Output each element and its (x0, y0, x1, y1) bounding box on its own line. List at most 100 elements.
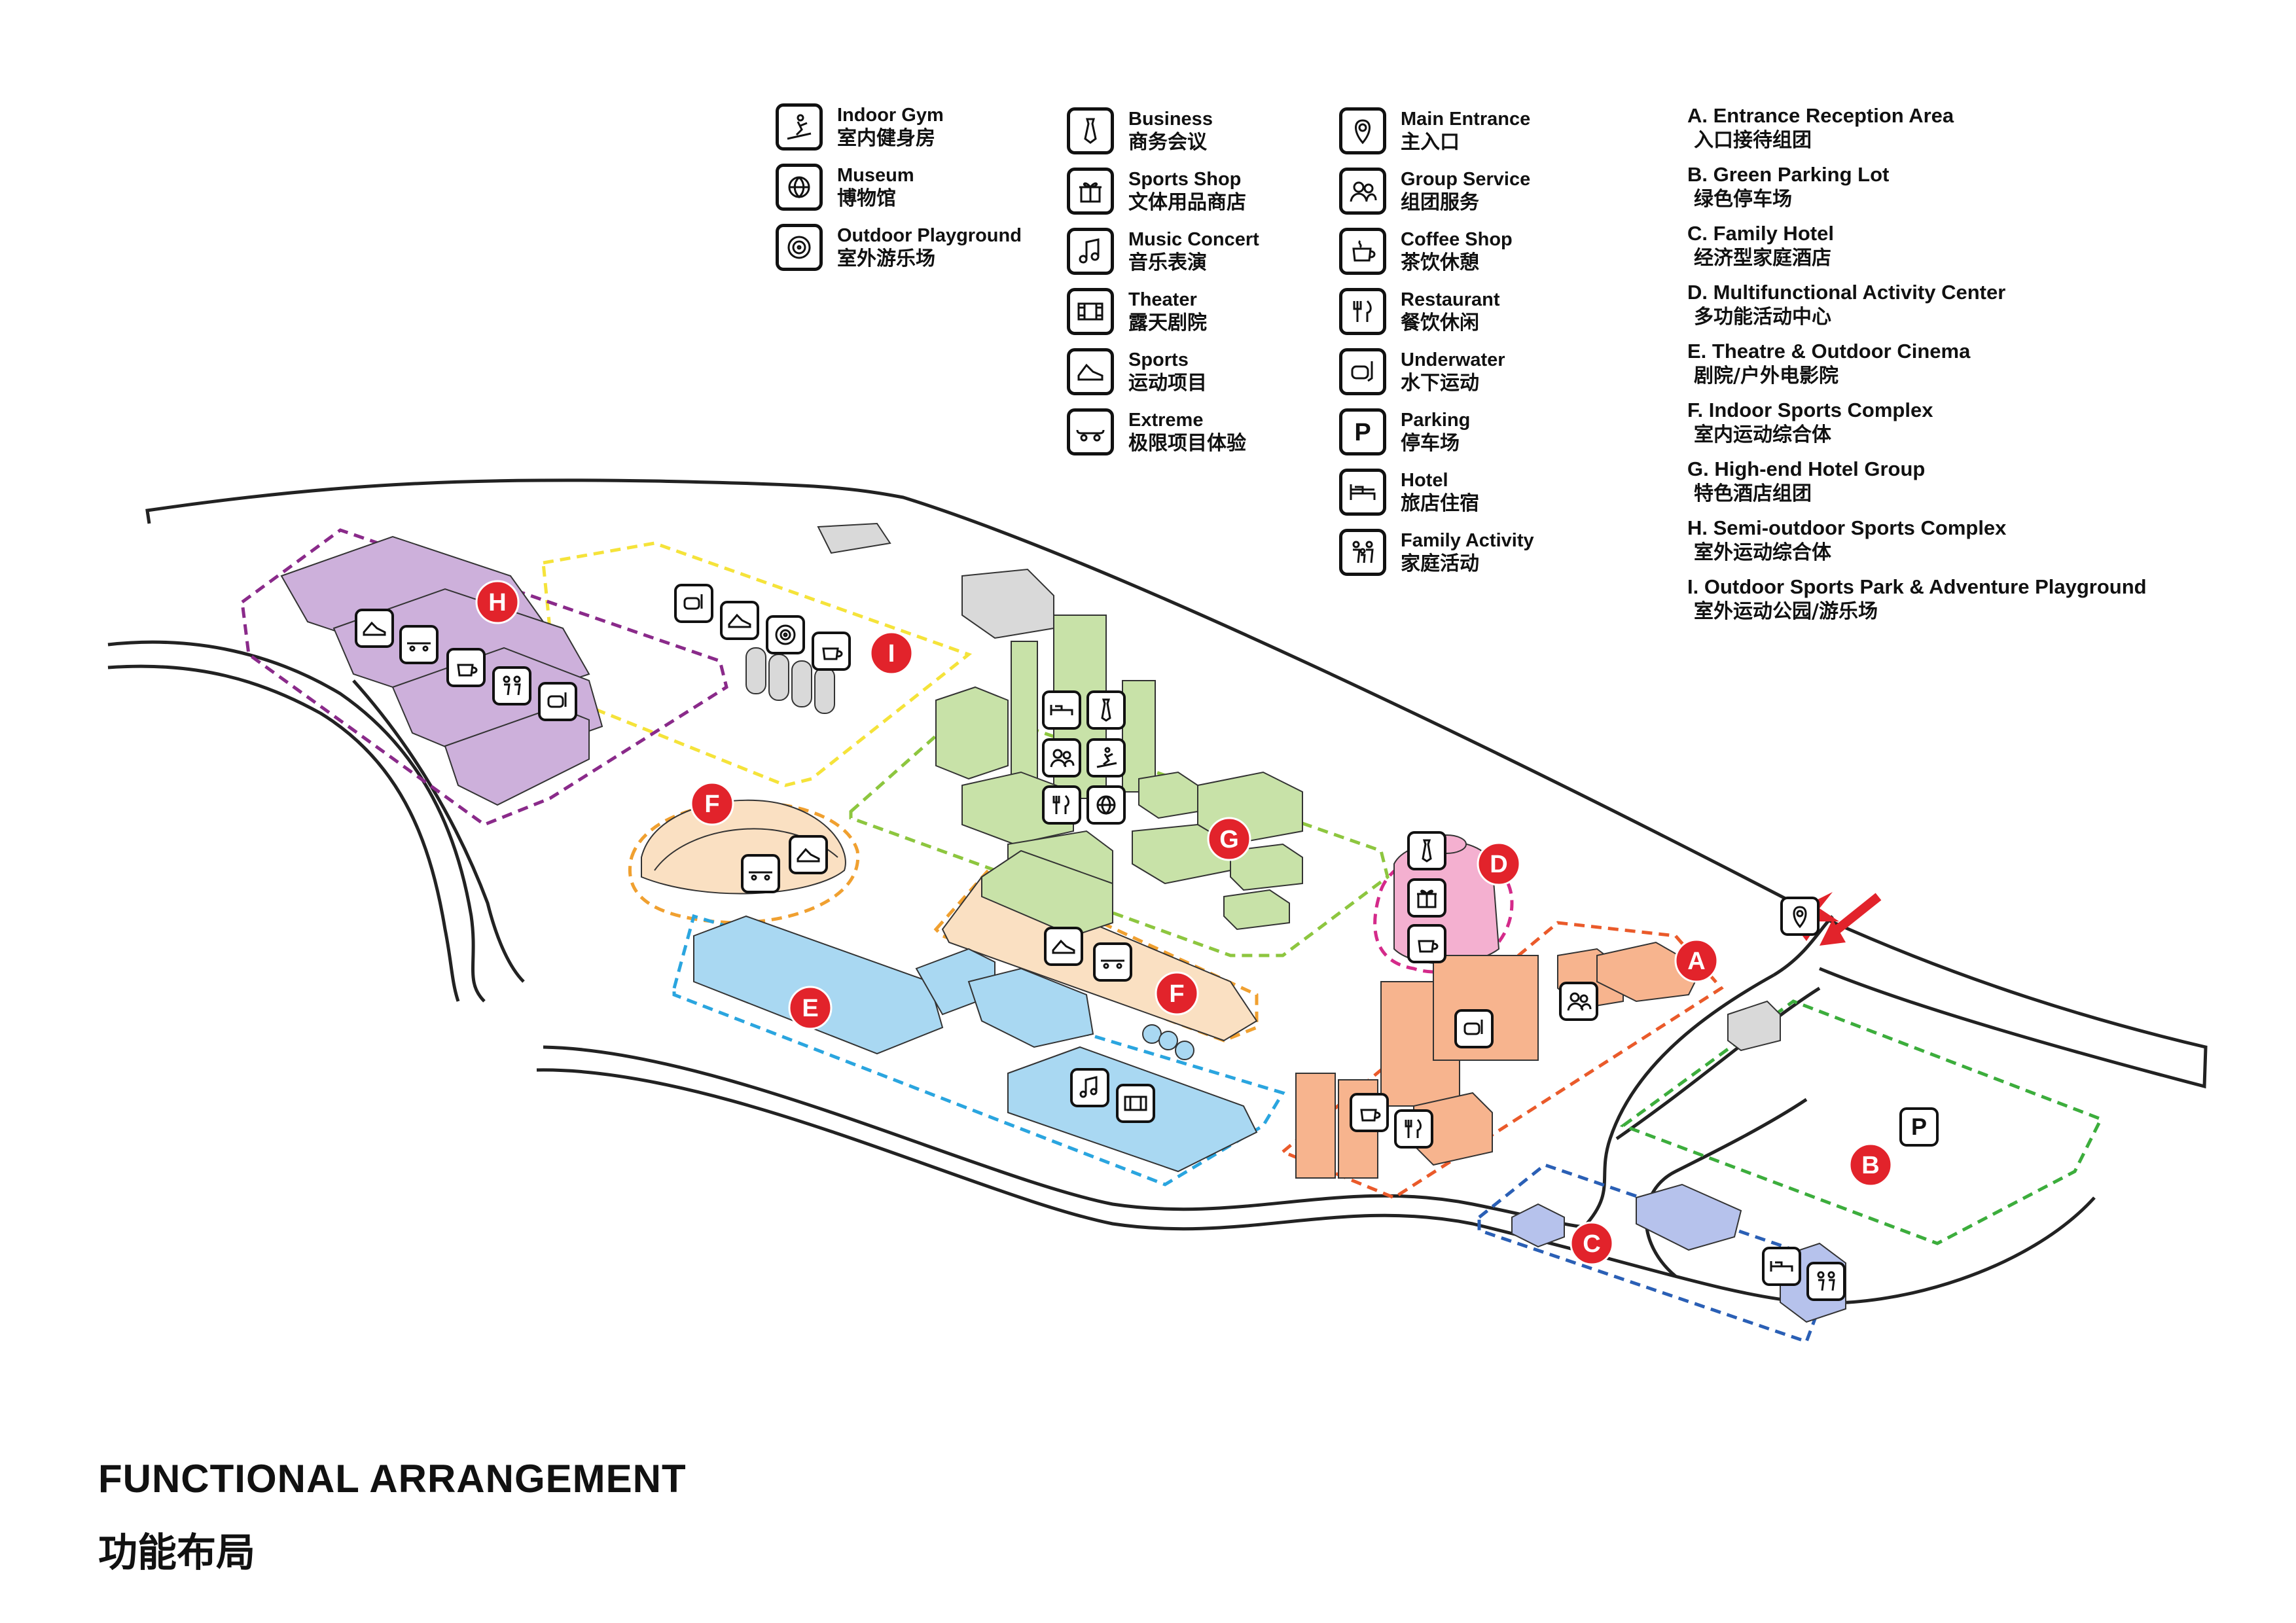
building-gate (1727, 1000, 1781, 1052)
svg-text:E: E (802, 995, 818, 1022)
map-sneaker-icon (720, 601, 759, 640)
map-bed-icon (1762, 1247, 1801, 1286)
legend-label-zh: 文体用品商店 (1128, 191, 1246, 214)
area-label-en: D. Multifunctional Activity Center (1687, 281, 2006, 304)
marker-E: E (788, 986, 833, 1030)
legend-label-zh: 露天剧院 (1128, 312, 1207, 334)
building-group-H (280, 535, 603, 806)
legend-label-zh: 音乐表演 (1128, 251, 1207, 274)
legend-label-zh: 家庭活动 (1401, 552, 1479, 575)
legend-label-en: Underwater (1401, 349, 1505, 370)
legend-label-en: Museum (837, 165, 914, 186)
legend-label-en: Music Concert (1128, 229, 1259, 250)
svg-text:F: F (1169, 980, 1184, 1008)
area-label-zh: 入口接待组团 (1694, 129, 1812, 152)
map-bed-icon (1042, 690, 1081, 730)
music-note-icon (1067, 228, 1114, 275)
page-title: FUNCTIONAL ARRANGEMENT (98, 1457, 687, 1501)
coffee-cup-icon (1339, 228, 1386, 275)
legend-label-en: Family Activity (1401, 530, 1534, 551)
map-gift-icon (1407, 878, 1446, 918)
legend-label-zh: 室外游乐场 (837, 247, 935, 270)
location-pin-icon (1339, 107, 1386, 154)
parking-icon: P (1339, 408, 1386, 455)
svg-text:D: D (1490, 851, 1507, 878)
skateboard-icon (1067, 408, 1114, 455)
legend-label-zh: 餐饮休闲 (1401, 312, 1479, 334)
legend-label-zh: 水下运动 (1401, 372, 1479, 395)
building-green-long (981, 849, 1113, 937)
svg-text:I: I (888, 640, 895, 668)
legend-label-zh: 博物馆 (837, 187, 896, 210)
fork-knife-icon (1339, 288, 1386, 335)
buildings (280, 522, 1846, 1323)
family-icon (1339, 529, 1386, 576)
svg-text:P: P (1354, 419, 1371, 446)
map-tie-icon (1086, 690, 1126, 730)
legend-label-zh: 旅店住宿 (1401, 492, 1479, 515)
map-parking-icon: P (1899, 1107, 1939, 1147)
map-sneaker-icon (355, 609, 394, 648)
area-label-en: B. Green Parking Lot (1687, 163, 1890, 186)
svg-text:A: A (1687, 948, 1705, 975)
film-icon (1067, 288, 1114, 335)
legend-label-en: Extreme (1128, 410, 1204, 431)
marker-F1: F (690, 781, 734, 826)
area-label-zh: 特色酒店组团 (1694, 482, 1812, 505)
legend-label-en: Business (1128, 109, 1213, 130)
target-icon (776, 224, 823, 271)
tie-icon (1067, 107, 1114, 154)
legend-label-en: Sports (1128, 349, 1189, 370)
map-group-icon (1042, 738, 1081, 777)
legend-label-en: Theater (1128, 289, 1197, 310)
marker-H: H (475, 580, 520, 624)
legend-label-zh: 运动项目 (1128, 372, 1207, 395)
map-skateboard-icon (741, 854, 780, 893)
svg-text:H: H (488, 589, 506, 616)
area-label-zh: 室内运动综合体 (1694, 423, 1831, 446)
svg-text:G: G (1219, 826, 1239, 853)
service-blocks (817, 522, 1054, 639)
map-fork-knife-icon (1394, 1109, 1433, 1149)
map-music-note-icon (1070, 1068, 1109, 1107)
map-globe-icon (1086, 785, 1126, 825)
bed-icon (1339, 469, 1386, 516)
area-label-en: F. Indoor Sports Complex (1687, 399, 1933, 421)
area-label-zh: 绿色停车场 (1694, 188, 1792, 211)
treadmill-icon (776, 103, 823, 151)
map-location-pin-icon (1780, 897, 1820, 936)
page-title-zh: 功能布局 (98, 1530, 255, 1576)
marker-F2: F (1155, 971, 1199, 1016)
legend-label-en: Main Entrance (1401, 109, 1531, 130)
legend-label-zh: 停车场 (1401, 432, 1460, 455)
sneaker-icon (1067, 348, 1114, 395)
marker-B: B (1848, 1143, 1893, 1187)
area-label-zh: 经济型家庭酒店 (1694, 247, 1831, 270)
map-skateboard-icon (399, 625, 439, 664)
svg-text:P: P (1911, 1113, 1927, 1140)
map-coffee-cup-icon (1350, 1093, 1389, 1132)
area-item: I. Outdoor Sports Park & Adventure Playg… (1687, 575, 2147, 633)
map-skateboard-icon (1093, 942, 1132, 982)
